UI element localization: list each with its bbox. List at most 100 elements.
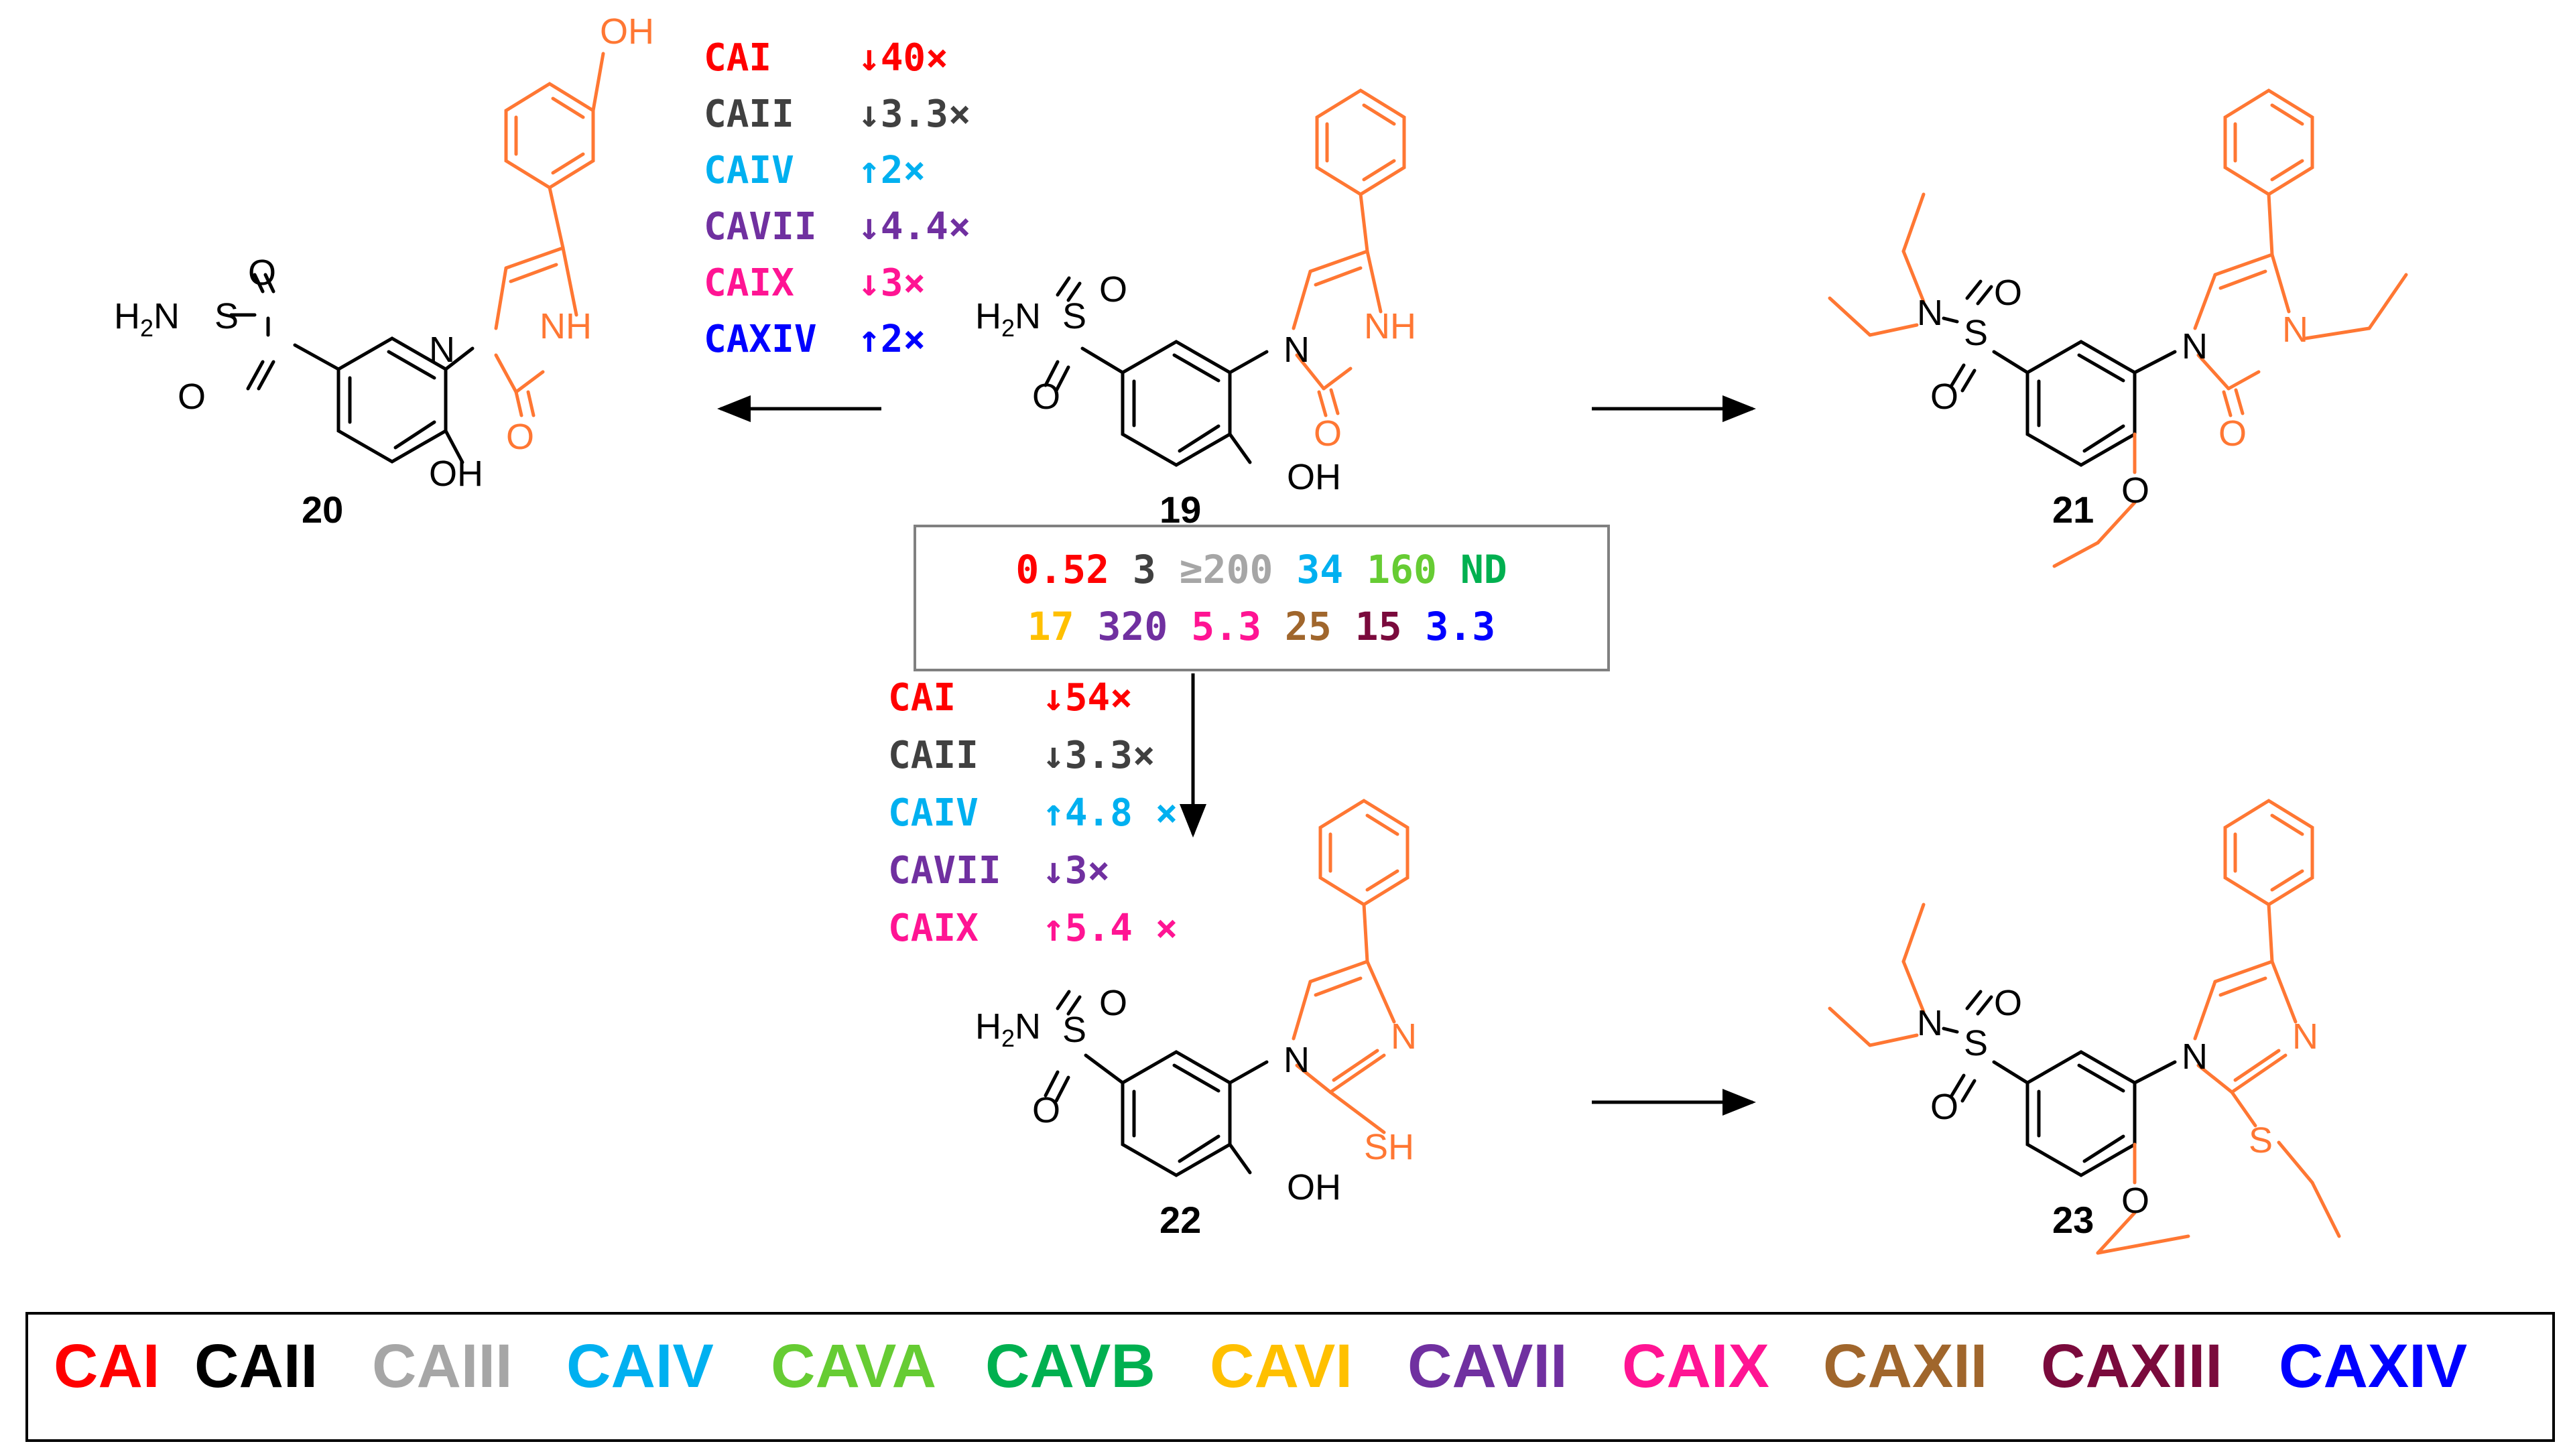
ki-value: 3: [1109, 547, 1156, 592]
atom-o-19c: O: [1314, 413, 1342, 454]
legend: CAI CAII CAIII CAIV CAVA CAVB CAVI CAVII CAIX CAX…: [54, 1332, 2467, 1400]
atom-n-23b: N: [2182, 1037, 2208, 1077]
atom-s-19: S: [1062, 296, 1086, 336]
legend-item-cavb: CAVB: [985, 1332, 1155, 1400]
atom-oh-22: OH: [1287, 1167, 1341, 1207]
atom-n-22a: N: [1283, 1040, 1310, 1080]
atom-n-23a: N: [1917, 1003, 1943, 1043]
ki-value: 5.3: [1168, 604, 1261, 649]
atom-o-21a: O: [1994, 273, 2022, 313]
fold-change: ↑5.4 ×: [1042, 907, 1178, 950]
atom-n-21c: N: [2282, 310, 2308, 350]
atom-n-21a: N: [1917, 293, 1943, 333]
compound-label-23: 23: [2052, 1199, 2094, 1241]
legend-item-cavii: CAVII: [1407, 1332, 1568, 1400]
fold-change: ↓3.3×: [1042, 734, 1155, 777]
ki-value: 3.3: [1402, 604, 1496, 649]
compound-label-21: 21: [2052, 488, 2094, 531]
atom-oh-19: OH: [1287, 457, 1341, 497]
ki-row-2: 17 320 5.3 25 15 3.3: [1027, 604, 1495, 649]
atom-n-21b: N: [2182, 326, 2208, 367]
atom-nh-19: NH: [1364, 306, 1416, 346]
fold-change: ↑2×: [858, 149, 926, 192]
atom-n-22b: N: [1391, 1016, 1417, 1057]
isoform-label: CAI: [704, 36, 771, 80]
changes-list-22: CAI ↓54× CAII ↓3.3× CAIV ↑4.8 × CAVII ↓3× CAIX ↑5…: [888, 676, 1178, 950]
atom-s-20: S: [214, 296, 239, 336]
atom-o-20b: O: [178, 377, 206, 417]
atom-oh-20b: OH: [600, 11, 654, 52]
atom-o-22b: O: [1032, 1090, 1060, 1130]
atom-s-23b: S: [2249, 1120, 2273, 1161]
ki-value: 15: [1332, 604, 1402, 649]
atom-o-19b: O: [1032, 377, 1060, 417]
atom-s-22: S: [1062, 1010, 1086, 1050]
legend-item-caxii: CAXII: [1823, 1332, 1987, 1400]
isoform-label: CAII: [888, 734, 979, 777]
ki-value: 17: [1027, 604, 1074, 649]
ki-value: 160: [1343, 547, 1437, 592]
ki-row-1: 0.52 3 ≥200 34 160 ND: [1015, 547, 1507, 592]
atom-o-20a: O: [248, 253, 276, 293]
atom-n-19: N: [1283, 330, 1310, 370]
atom-s-21: S: [1964, 313, 1988, 353]
legend-item-cava: CAVA: [771, 1332, 936, 1400]
compound-label-22: 22: [1160, 1199, 1201, 1241]
ki-value: 34: [1273, 547, 1343, 592]
ki-box-19: [914, 525, 1610, 671]
atom-o-23a: O: [1994, 983, 2022, 1023]
fold-change: ↓3×: [1042, 849, 1110, 892]
atom-oh-20a: OH: [429, 454, 483, 494]
atom-n-23c: N: [2292, 1016, 2318, 1057]
fold-change: ↑2×: [858, 318, 926, 361]
ki-value: 0.52: [1015, 547, 1109, 592]
reaction-arrows: [717, 395, 1756, 1116]
svg-text:H2N: H2N: [114, 296, 180, 342]
fold-change: ↓54×: [1042, 676, 1133, 720]
fold-change: ↑4.8 ×: [1042, 791, 1178, 835]
compound-label-20: 20: [302, 488, 343, 531]
isoform-label: CAI: [888, 676, 956, 720]
atom-o-22a: O: [1099, 983, 1127, 1023]
legend-item-caxiv: CAXIV: [2279, 1332, 2467, 1400]
ki-value: 25: [1261, 604, 1332, 649]
fold-change: ↓3.3×: [858, 92, 971, 136]
legend-item-caii: CAII: [194, 1332, 318, 1400]
atom-o-20c: O: [506, 417, 534, 457]
isoform-label: CAIV: [888, 791, 979, 835]
isoform-label: CAIX: [888, 907, 979, 950]
atom-o-23b: O: [1930, 1087, 1958, 1127]
fold-change: ↓3×: [858, 261, 926, 305]
compound-label-19: 19: [1160, 488, 1201, 531]
isoform-label: CAIV: [704, 149, 794, 192]
compound-23: N S O O N N S O: [1828, 799, 2341, 1255]
svg-text:H2N: H2N: [975, 296, 1041, 342]
legend-item-caxiii: CAXIII: [2041, 1332, 2222, 1400]
atom-s-23a: S: [1964, 1023, 1988, 1063]
legend-box: [25, 1312, 2555, 1442]
isoform-label: CAIX: [704, 261, 794, 305]
fold-change: ↓40×: [858, 36, 948, 80]
legend-item-cavi: CAVI: [1210, 1332, 1353, 1400]
atom-o-21c: O: [2218, 413, 2247, 454]
atom-o-23c: O: [2121, 1181, 2149, 1221]
ki-value: ≥200: [1156, 547, 1273, 592]
compound-19: H2N S O O N NH O OH: [975, 88, 1416, 497]
isoform-label: CAXIV: [704, 318, 817, 361]
legend-item-caix: CAIX: [1622, 1332, 1769, 1400]
legend-item-cai: CAI: [54, 1332, 160, 1400]
fold-change: ↓4.4×: [858, 205, 971, 249]
svg-text:H2N: H2N: [975, 1006, 1041, 1052]
isoform-label: CAVII: [888, 849, 1001, 892]
legend-item-caiv: CAIV: [566, 1332, 714, 1400]
atom-n-20: N: [429, 330, 455, 370]
compound-22: H2N S O O N N SH OH: [975, 799, 1417, 1207]
ki-value: 320: [1074, 604, 1168, 649]
legend-item-caiii: CAIII: [372, 1332, 513, 1400]
atom-sh-22: SH: [1364, 1127, 1414, 1167]
isoform-label: CAVII: [704, 205, 817, 249]
compound-20: H2N S O O N NH O OH OH: [114, 11, 654, 494]
ki-value: ND: [1437, 547, 1507, 592]
